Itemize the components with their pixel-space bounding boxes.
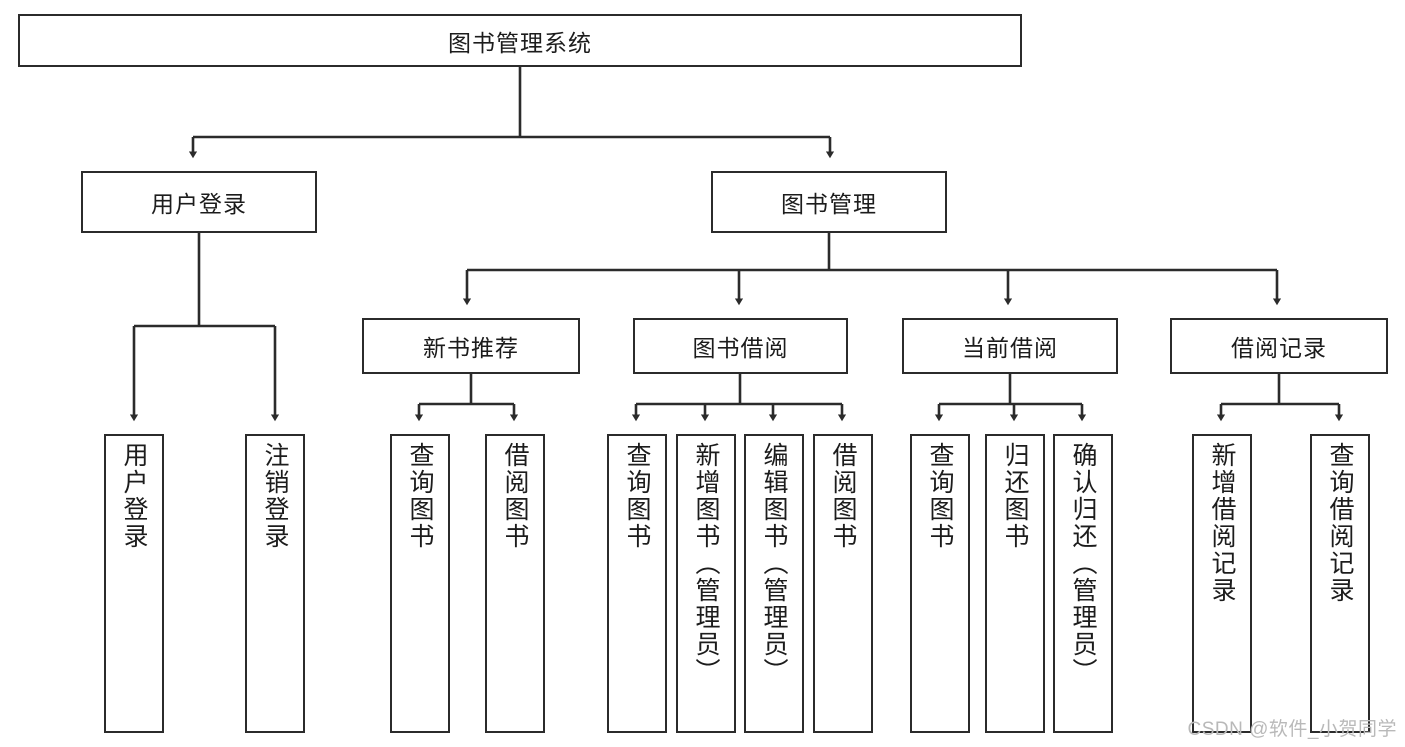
node-label: 新书推荐 [423, 335, 519, 361]
node-label: 新增借阅记录 [1208, 442, 1236, 604]
node-label: 图书借阅 [692, 335, 789, 361]
node-leaf-borrow-book-1[interactable]: 借阅图书 [485, 434, 545, 733]
node-label: 用户登录 [151, 191, 247, 217]
node-label: 图书管理 [781, 191, 877, 217]
node-book-manage[interactable]: 图书管理 [711, 171, 947, 233]
node-label: 编辑图书（管理员） [760, 442, 788, 685]
node-leaf-confirm-return[interactable]: 确认归还（管理员） [1053, 434, 1113, 733]
node-label: 借阅记录 [1231, 335, 1327, 361]
node-leaf-user-login[interactable]: 用户登录 [104, 434, 164, 733]
node-label: 图书管理系统 [448, 29, 592, 56]
node-label: 借阅图书 [501, 442, 529, 550]
node-label: 用户登录 [120, 442, 148, 550]
node-borrow-record[interactable]: 借阅记录 [1170, 318, 1388, 374]
node-user-login[interactable]: 用户登录 [81, 171, 317, 233]
node-leaf-add-book[interactable]: 新增图书（管理员） [676, 434, 736, 733]
node-label: 借阅图书 [829, 442, 857, 550]
node-leaf-return-book[interactable]: 归还图书 [985, 434, 1045, 733]
node-leaf-add-record[interactable]: 新增借阅记录 [1192, 434, 1252, 733]
node-label: 确认归还（管理员） [1069, 442, 1097, 685]
node-label: 归还图书 [1001, 442, 1029, 550]
node-label: 注销登录 [261, 442, 289, 550]
node-leaf-query-record[interactable]: 查询借阅记录 [1310, 434, 1370, 733]
node-label: 查询借阅记录 [1326, 442, 1354, 604]
node-leaf-query-book-1[interactable]: 查询图书 [390, 434, 450, 733]
node-book-borrow[interactable]: 图书借阅 [633, 318, 848, 374]
node-label: 查询图书 [926, 442, 954, 550]
node-label: 新增图书（管理员） [692, 442, 720, 685]
node-current-borrow[interactable]: 当前借阅 [902, 318, 1118, 374]
node-label: 查询图书 [406, 442, 434, 550]
node-root[interactable]: 图书管理系统 [18, 14, 1022, 67]
node-leaf-query-book-2[interactable]: 查询图书 [607, 434, 667, 733]
node-leaf-edit-book[interactable]: 编辑图书（管理员） [744, 434, 804, 733]
node-label: 当前借阅 [962, 335, 1058, 361]
node-label: 查询图书 [623, 442, 651, 550]
node-leaf-query-book-3[interactable]: 查询图书 [910, 434, 970, 733]
node-leaf-logout[interactable]: 注销登录 [245, 434, 305, 733]
node-leaf-borrow-book-2[interactable]: 借阅图书 [813, 434, 873, 733]
node-new-book-recommend[interactable]: 新书推荐 [362, 318, 580, 374]
